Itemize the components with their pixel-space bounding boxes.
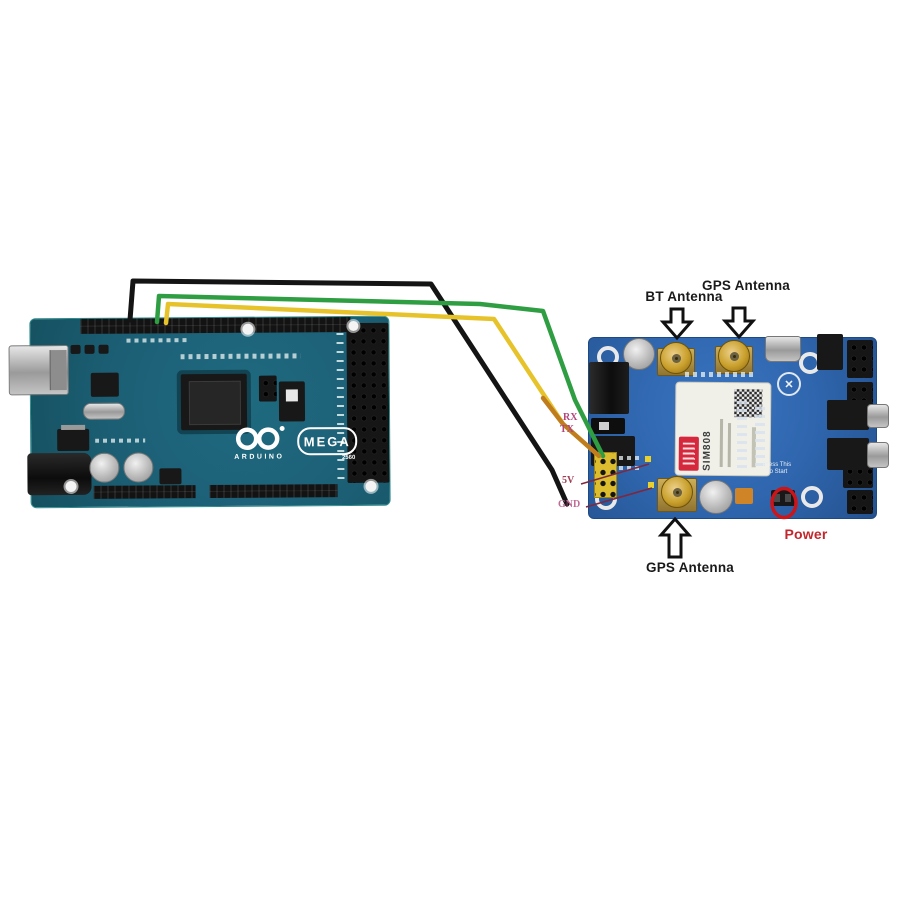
sim-dc-jack: [589, 362, 629, 414]
audio-jack-1-body: [827, 400, 869, 430]
voltage-regulator-tab: [61, 424, 86, 431]
audio-jack-2-barrel: [867, 442, 889, 468]
audio-jack-1-barrel: [867, 404, 889, 428]
dc-barrel-jack: [27, 452, 92, 496]
gps-antenna-top-arrow-icon: [721, 306, 757, 340]
micro-usb-port: [765, 336, 801, 362]
crystal-oscillator: [82, 402, 126, 420]
gps-antenna-bottom-arrow-icon: [657, 516, 693, 559]
x-logo-icon: ✕: [777, 372, 801, 396]
gps-antenna-top-sma-connector: [718, 340, 750, 372]
bt-antenna-sma-connector: [660, 342, 692, 374]
arduino-top-pin-header: [80, 317, 351, 334]
usb-b-connector: [8, 344, 69, 396]
voltage-regulator: [57, 424, 90, 452]
bt-antenna-label: BT Antenna: [645, 289, 723, 304]
sim808-text-line-2: [727, 423, 732, 468]
pin-highlight-gnd: [648, 482, 654, 488]
arduino-mounting-hole-2: [348, 320, 359, 332]
smd-cap-1: [70, 344, 81, 354]
usb-b-connector-base: [49, 349, 67, 391]
smd-cap-2: [84, 344, 95, 354]
power-button-note: Press This To Start: [755, 462, 799, 476]
sim-silkscreen-pins-2: [619, 466, 643, 470]
bt-antenna-arrow-icon: [659, 307, 695, 341]
sim-pin-grid-br: [847, 490, 873, 514]
arduino-silkscreen-strip-3: [95, 438, 146, 443]
tantalum-capacitor: [735, 488, 753, 504]
simcom-logo-glyph: [682, 442, 695, 465]
gps-antenna-top-label: GPS Antenna: [702, 278, 790, 293]
sim808-text-line-1: [719, 418, 724, 467]
arduino-brand-text: ARDUINO: [234, 453, 285, 461]
atmega2560-chip-top: [188, 380, 242, 426]
sim-silkscreen-pins-1: [619, 456, 643, 460]
gps-antenna-bottom-sma-connector: [661, 476, 693, 508]
power-label: Power: [784, 526, 828, 542]
power-button-note-line1: Press This: [762, 462, 792, 468]
arduino-mounting-hole-3: [365, 480, 377, 492]
arduino-silkscreen-strip-2: [126, 338, 187, 343]
sim-power-switch: [591, 418, 625, 434]
arduino-bottom-pin-header-right: [209, 484, 338, 499]
atmega2560-chip: [180, 373, 248, 431]
rx-pin-label: RX: [563, 412, 578, 423]
reset-button: [278, 381, 306, 422]
icsp-header: [258, 375, 277, 402]
arduino-silkscreen-strip-1: [180, 353, 301, 360]
sim-mounting-hole-br: [801, 486, 823, 508]
sim-black-component-tr: [817, 334, 843, 370]
sim-power-switch-nub: [599, 422, 609, 430]
power-button-nub-2: [785, 494, 791, 502]
arduino-model-number: 2560: [341, 454, 356, 462]
smd-component: [159, 468, 182, 485]
sim808-module-board: ✕ SIM808 Press This: [588, 334, 889, 519]
tx-pin-label: TX: [560, 424, 574, 435]
arduino-mounting-hole-4: [65, 480, 77, 493]
gps-antenna-bottom-label: GPS Antenna: [646, 560, 734, 575]
sim-electrolytic-cap-bottom: [699, 480, 733, 514]
power-button: [771, 490, 795, 506]
arduino-infinity-logo: [227, 423, 291, 453]
sim-pin-grid-tr: [847, 340, 873, 378]
electrolytic-capacitor-1: [89, 452, 120, 483]
simcom-logo: [678, 436, 699, 471]
audio-jack-2-body: [827, 438, 869, 470]
sim-silkscreen-top: [685, 372, 757, 377]
arduino-bottom-pin-header-left: [93, 485, 196, 499]
reset-button-cap: [285, 389, 298, 402]
power-button-nub-1: [774, 494, 780, 502]
gnd-pin-label: GND: [558, 499, 581, 510]
sim808-chip-name: SIM808: [701, 430, 713, 471]
sim-smd-column-2: [755, 404, 765, 466]
power-button-note-line2: To Start: [766, 468, 788, 475]
5v-pin-label: 5V: [562, 475, 575, 486]
pin-highlight-5v: [645, 456, 651, 462]
arduino-model-badge: MEGA: [297, 426, 358, 456]
sim-smd-column-1: [737, 396, 747, 468]
usb-interface-chip: [90, 372, 119, 397]
serial-header-yellow: [594, 452, 617, 498]
arduino-mega-board: ARDUINO MEGA 2560: [8, 315, 391, 509]
smd-cap-3: [98, 344, 109, 354]
arduino-model-text: MEGA: [303, 433, 351, 449]
arduino-mounting-hole-1: [242, 323, 254, 335]
electrolytic-capacitor-2: [123, 452, 154, 483]
